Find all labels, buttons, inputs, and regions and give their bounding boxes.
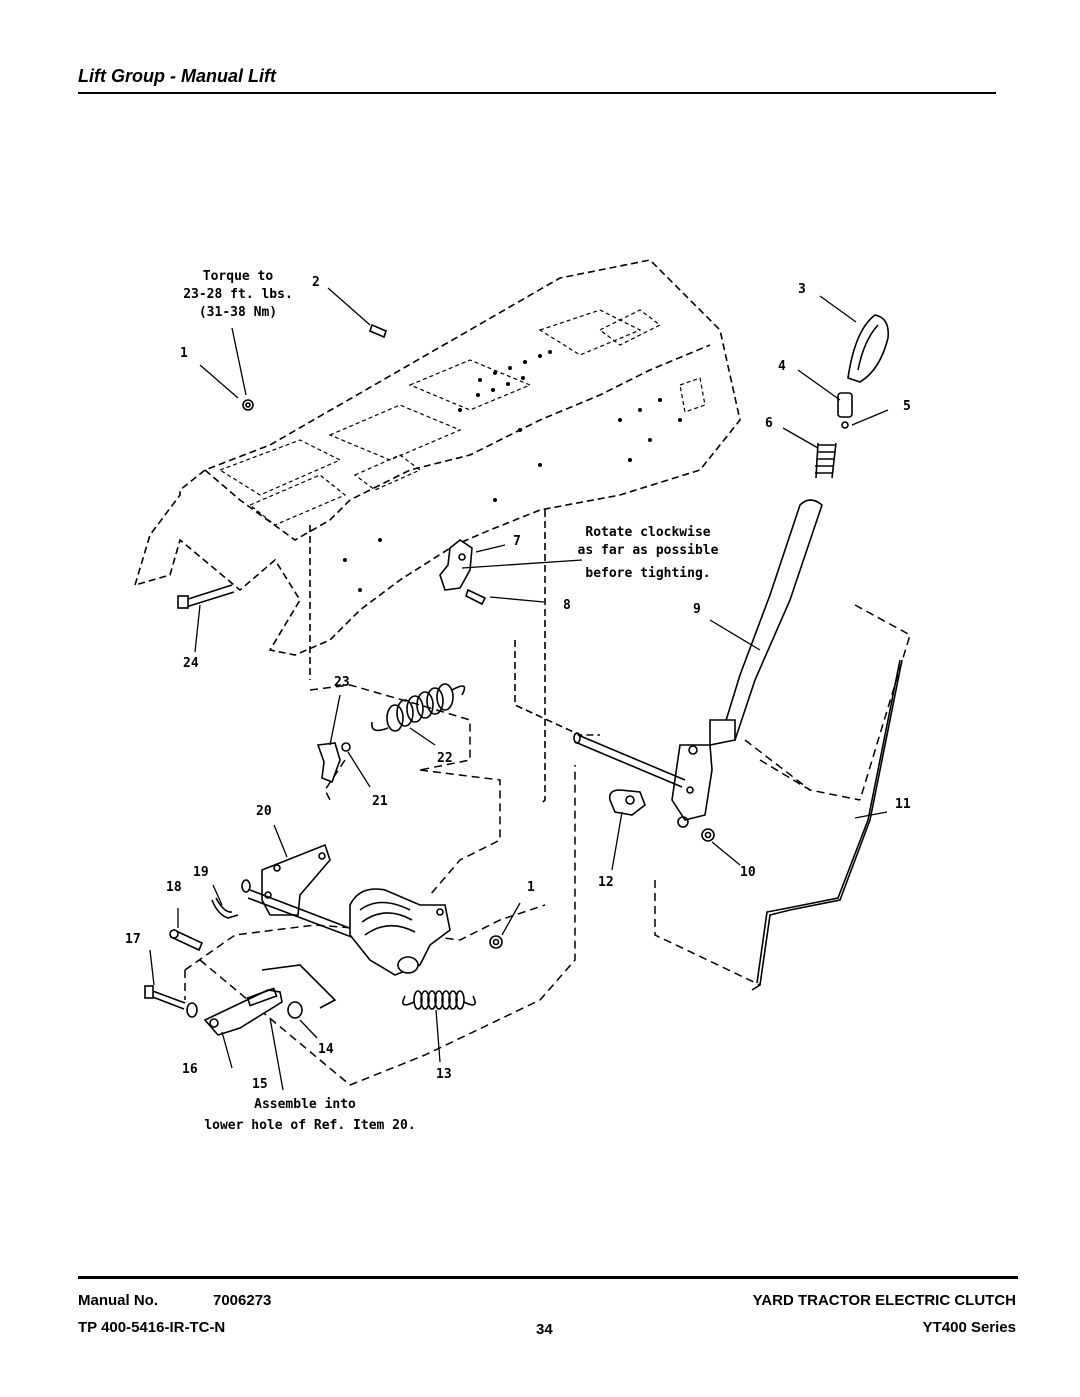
assemble-note-line1: Assemble into <box>254 1097 356 1112</box>
tractor-frame <box>134 259 741 806</box>
part-number-7: 7 <box>513 534 521 549</box>
part-number-4: 4 <box>778 359 786 374</box>
part-number-15: 15 <box>252 1077 268 1092</box>
parts-diagram: Torque to 23-28 ft. lbs. (31-38 Nm) Rota… <box>125 259 911 1133</box>
rotate-note-line1: Rotate clockwise <box>585 525 710 540</box>
manual-label: Manual No. <box>78 1292 159 1309</box>
title-divider <box>78 92 996 94</box>
torque-note: Torque to 23-28 ft. lbs. (31-38 Nm) <box>183 269 293 320</box>
part-number-20: 20 <box>256 804 272 819</box>
part-number-1-lower: 1 <box>527 880 535 895</box>
tp-code: TP 400-5416-IR-TC-N <box>78 1319 226 1336</box>
lift-spring-6 <box>815 442 837 479</box>
part-number-labels: 2 1 3 4 5 6 7 8 9 10 11 12 13 14 15 16 1… <box>125 275 911 1092</box>
part-number-18: 18 <box>166 880 182 895</box>
page-number: 34 <box>536 1321 553 1338</box>
rotate-note: Rotate clockwise as far as possible befo… <box>578 525 719 581</box>
frame-detail <box>218 309 706 526</box>
part-number-19: 19 <box>193 865 209 880</box>
parts <box>144 314 903 1036</box>
spring-22 <box>371 683 466 732</box>
part-number-2: 2 <box>312 275 320 290</box>
part-number-6: 6 <box>765 416 773 431</box>
part-number-3: 3 <box>798 282 806 297</box>
part-number-13: 13 <box>436 1067 452 1082</box>
spring-13 <box>402 990 476 1010</box>
rotate-note-line2: as far as possible <box>578 543 719 558</box>
part-number-9: 9 <box>693 602 701 617</box>
part-number-24: 24 <box>183 656 199 671</box>
rotate-note-line3: before tighting. <box>585 566 710 581</box>
torque-note-line1: Torque to <box>203 269 274 284</box>
part-number-12: 12 <box>598 875 614 890</box>
leader-lines <box>149 287 889 1091</box>
lift-assembly-outline <box>184 604 911 1086</box>
part-number-8: 8 <box>563 598 571 613</box>
manual-number: 7006273 <box>213 1292 272 1309</box>
frame-holes <box>343 350 682 592</box>
torque-note-line3: (31-38 Nm) <box>199 305 277 320</box>
part-number-23: 23 <box>334 675 350 690</box>
part-number-17: 17 <box>125 932 141 947</box>
part-number-1: 1 <box>180 346 188 361</box>
product-title: YARD TRACTOR ELECTRIC CLUTCH <box>752 1292 1016 1309</box>
series-name: YT400 Series <box>922 1319 1016 1336</box>
part-number-5: 5 <box>903 399 911 414</box>
part-number-21: 21 <box>372 794 388 809</box>
part-number-16: 16 <box>182 1062 198 1077</box>
page-title: Lift Group - Manual Lift <box>78 66 276 86</box>
footer-divider <box>78 1276 1018 1279</box>
part-number-14: 14 <box>318 1042 334 1057</box>
part-number-22: 22 <box>437 751 453 766</box>
torque-note-line2: 23-28 ft. lbs. <box>183 287 293 302</box>
assemble-note-line2: lower hole of Ref. Item 20. <box>204 1118 415 1133</box>
part-number-10: 10 <box>740 865 756 880</box>
part-number-11: 11 <box>895 797 911 812</box>
assemble-note: Assemble into lower hole of Ref. Item 20… <box>204 1097 415 1133</box>
